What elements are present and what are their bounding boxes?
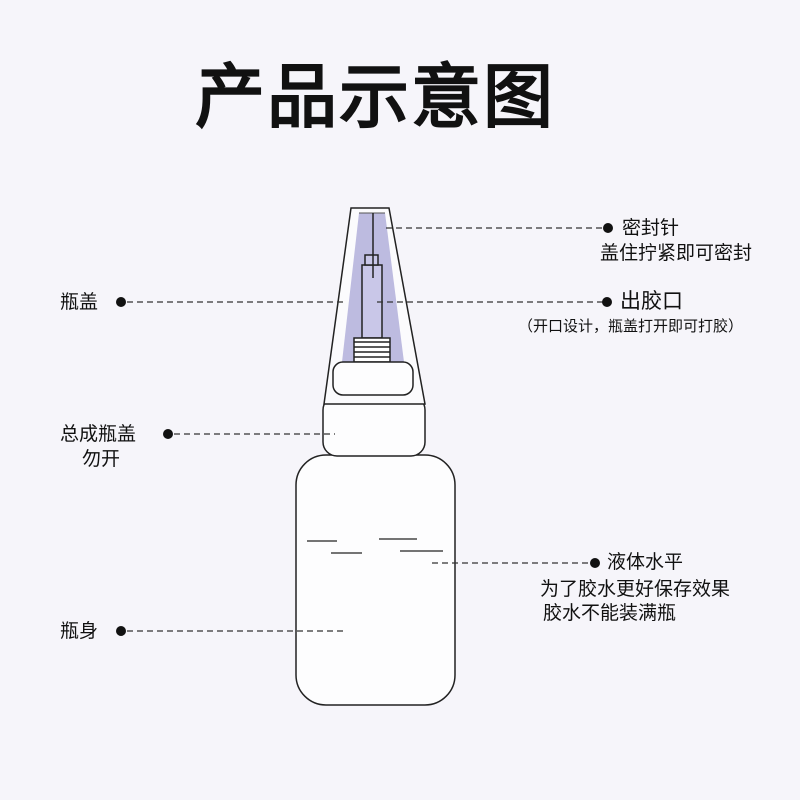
dot-assembly-cap [163,429,173,439]
body-label: 瓶身 [60,620,99,642]
page-title: 产品示意图 [195,56,555,138]
bottle-body [295,454,456,706]
threads [354,341,390,358]
liquid-level-lines [307,538,443,554]
outlet-desc: （开口设计，瓶盖打开即可打胶） [518,317,744,335]
seal-needle-tip [364,254,379,266]
nozzle-base [332,361,414,396]
dot-cap [116,297,126,307]
leader-lines [127,227,604,632]
dot-seal-needle [603,223,613,233]
liquid-level-label: 液体水平 [607,551,684,573]
seal-needle-label: 密封针 [622,217,680,239]
dot-liquid-level [590,558,600,568]
assembly-cap-warning: 勿开 [82,448,121,470]
dot-outlet [602,297,612,307]
dot-body [116,626,126,636]
leader-dots [116,223,613,636]
assembly-cap-shape [322,395,426,457]
outlet-label: 出胶口 [620,289,683,313]
liquid-level-desc2: 胶水不能装满瓶 [543,602,677,624]
assembly-cap-label: 总成瓶盖 [60,423,137,445]
seal-needle-desc: 盖住拧紧即可密封 [600,242,753,264]
liquid-level-desc1: 为了胶水更好保存效果 [540,578,731,600]
cap-label: 瓶盖 [60,291,99,313]
